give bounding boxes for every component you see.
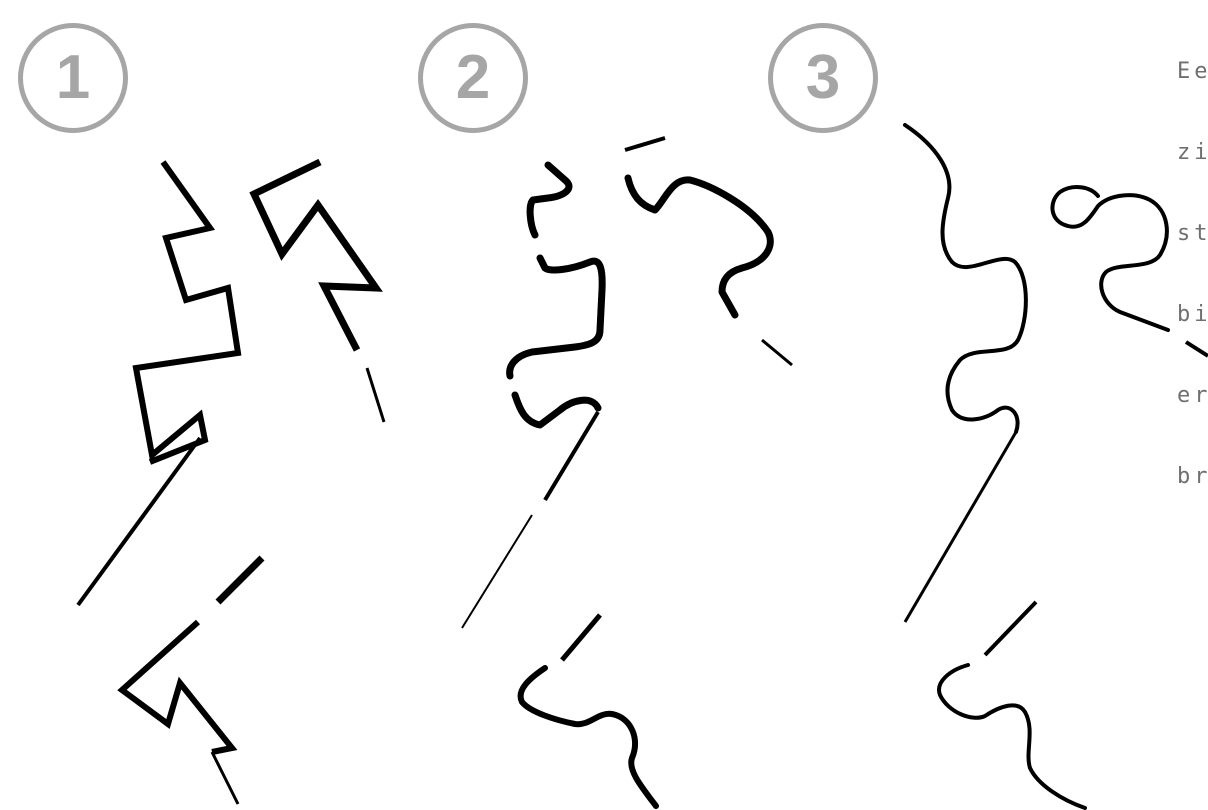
stage-1-crack [78,162,384,804]
step-1-badge: 1 [18,23,128,133]
stage-1-right-dash [367,368,384,422]
step-3-number: 3 [806,47,840,109]
caption-line: bi [1177,301,1208,328]
stage-2-left-tail [545,412,598,500]
caption-line: er [1177,382,1208,409]
caption-text: Ee zi st bi er br [1177,4,1208,517]
stage-1-left-edge [136,162,238,462]
step-2-number: 2 [456,47,490,109]
caption-line: br [1177,463,1208,490]
step-1-number: 1 [56,47,90,109]
stage-1-lower-dash [218,558,262,602]
stage-2-right-dash [762,340,792,365]
stage-2-lower-edge [521,668,656,806]
stage-3-lower-edge [939,665,1085,808]
stage-1-left-tail [78,438,200,605]
stage-2-left-edge [510,165,603,425]
stage-3-main-edge [905,125,1026,432]
stage-3-lower-dash [985,602,1036,655]
stage-2-right-edge [628,178,770,315]
stage-2-right-top [625,138,665,150]
stage-1-lower-edge [122,622,232,752]
stage-1-right-edge [254,162,376,350]
stage-2-left-thin [462,515,532,628]
stage-3-main-tail [905,432,1016,622]
stage-3-loop-edge [1052,187,1168,330]
stage-2-crack [462,138,792,806]
step-3-badge: 3 [768,23,878,133]
caption-line: Ee [1177,58,1208,85]
stage-3-crack [905,125,1208,808]
caption-line: zi [1177,139,1208,166]
step-2-badge: 2 [418,23,528,133]
caption-line: st [1177,220,1208,247]
stage-2-lower-dash [562,615,600,660]
stage-1-lower-spike [212,752,238,804]
